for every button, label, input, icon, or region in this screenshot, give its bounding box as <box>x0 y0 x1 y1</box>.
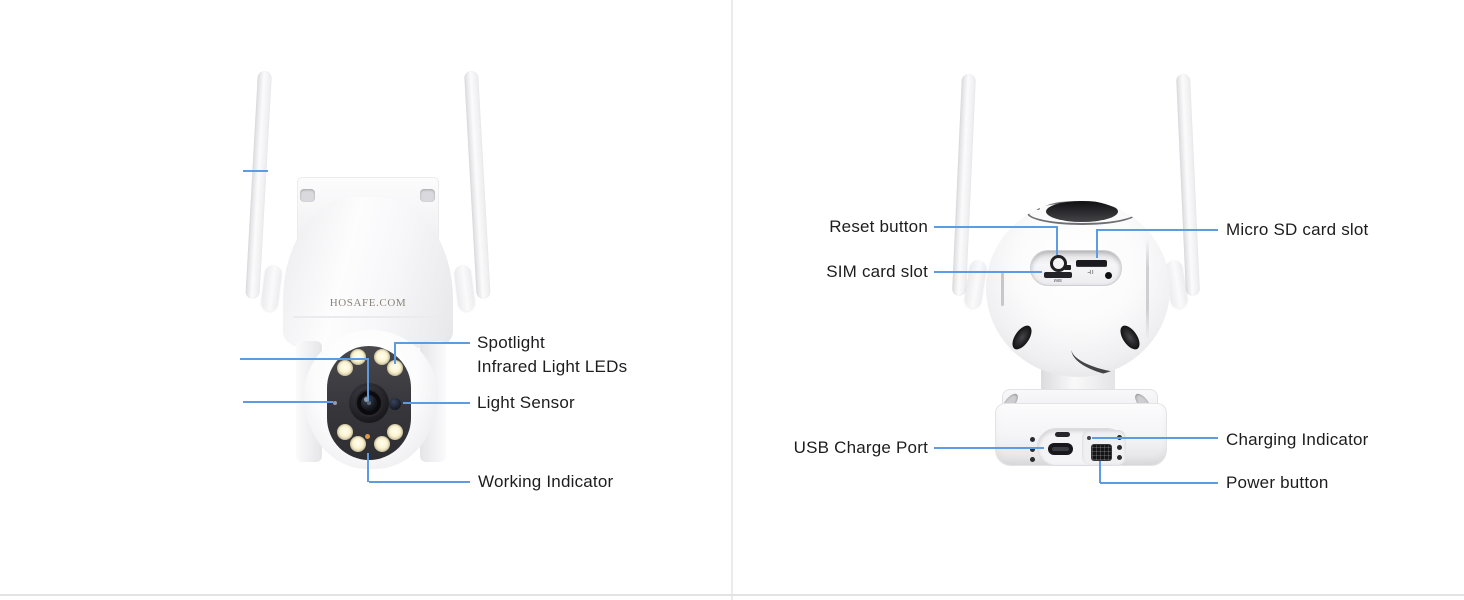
power-callout-line-v <box>1099 461 1101 483</box>
led-top-outer-right <box>387 360 403 376</box>
label-light-sensor: Light Sensor <box>477 393 575 412</box>
label-spotlight: Spotlight <box>477 333 545 352</box>
bracket-hole-left <box>300 189 315 202</box>
usb-callout-line <box>934 447 1044 449</box>
led-top-outer-left <box>337 360 353 376</box>
reset-callout-line-h <box>934 226 1058 228</box>
center-divider <box>731 0 733 600</box>
label-usb-charge-port: USB Charge Port <box>793 438 928 457</box>
led-bottom-outer-right <box>387 424 403 440</box>
side-slot-left <box>1001 272 1004 306</box>
front-view: HOSAFE.COM <box>240 70 627 491</box>
reset-callout-line-v <box>1056 227 1058 255</box>
brand-text: HOSAFE.COM <box>329 297 407 309</box>
base-screw-5 <box>1117 445 1122 450</box>
power-button[interactable] <box>1091 444 1112 461</box>
lens-callout-line-v <box>367 359 369 401</box>
top-screw-right <box>1130 204 1134 208</box>
led-bottom-inner-left <box>350 436 366 452</box>
base-screw-2 <box>1030 447 1035 452</box>
dome-seam <box>293 316 443 318</box>
led-top-inner-left <box>350 349 366 365</box>
tf-marking: TF <box>1087 268 1095 274</box>
antenna-callout-line <box>243 170 268 172</box>
base-screw-6 <box>1117 455 1122 460</box>
working-indicator-dot <box>365 434 370 439</box>
label-infrared-leds: Infrared Light LEDs <box>477 357 628 376</box>
lens-center-dot <box>367 401 371 405</box>
top-screw-left <box>1036 206 1040 210</box>
rear-panel: RESET SIM TF <box>1030 250 1122 286</box>
label-spotlight-block: Spotlight Infrared Light LEDs <box>477 331 627 379</box>
led-bottom-inner-right <box>374 436 390 452</box>
microphone-hole <box>333 401 337 405</box>
led-top-inner-right <box>374 349 390 365</box>
gimbal-slot-left <box>1008 322 1036 353</box>
sim-marking: SIM <box>1054 278 1063 283</box>
usb-top-slot <box>1055 432 1070 437</box>
sd-callout-line-v <box>1096 230 1098 258</box>
power-callout-line-h <box>1100 482 1218 484</box>
light-sensor-callout-line <box>403 402 470 404</box>
bracket-hole-right <box>420 189 435 202</box>
sd-callout-line-h <box>1096 229 1218 231</box>
led-bottom-outer-left <box>337 424 353 440</box>
label-power-button: Power button <box>1226 473 1329 492</box>
base-screw-3 <box>1030 457 1035 462</box>
spotlight-callout-line-v <box>394 343 396 364</box>
label-working-indicator: Working Indicator <box>478 472 614 491</box>
bottom-rim-shadow <box>1068 329 1166 377</box>
label-reset-button: Reset button <box>829 217 928 236</box>
bottom-rule <box>0 594 1464 596</box>
spotlight-callout-line-h <box>394 342 470 344</box>
label-micro-sd-card-slot: Micro SD card slot <box>1226 220 1369 239</box>
micro-sd-card-slot[interactable] <box>1076 260 1107 267</box>
lens-highlight <box>364 397 369 402</box>
panel-hole <box>1105 272 1112 279</box>
label-charging-indicator: Charging Indicator <box>1226 430 1369 449</box>
usb-charge-port[interactable] <box>1048 443 1073 455</box>
charging-indicator-hole <box>1087 436 1091 440</box>
microphone-callout-line <box>243 401 333 403</box>
light-sensor-dot <box>389 398 401 410</box>
lens-callout-line-h <box>240 358 369 360</box>
sim-callout-line <box>934 271 1042 273</box>
reset-button-tab <box>1064 265 1071 270</box>
side-crease-right <box>1146 238 1149 340</box>
usb-port-inner <box>1052 447 1069 451</box>
working-indicator-callout-line-v <box>367 453 369 482</box>
base-screw-1 <box>1030 437 1035 442</box>
top-lens-module <box>1046 201 1118 222</box>
sim-card-slot[interactable] <box>1044 272 1072 278</box>
dome-housing <box>283 197 453 348</box>
working-indicator-callout-line-h <box>369 481 470 483</box>
base-port-recess <box>1037 428 1126 466</box>
label-sim-card-slot: SIM card slot <box>826 262 928 281</box>
reset-button-ring[interactable] <box>1050 255 1067 272</box>
charging-callout-line <box>1092 437 1218 439</box>
